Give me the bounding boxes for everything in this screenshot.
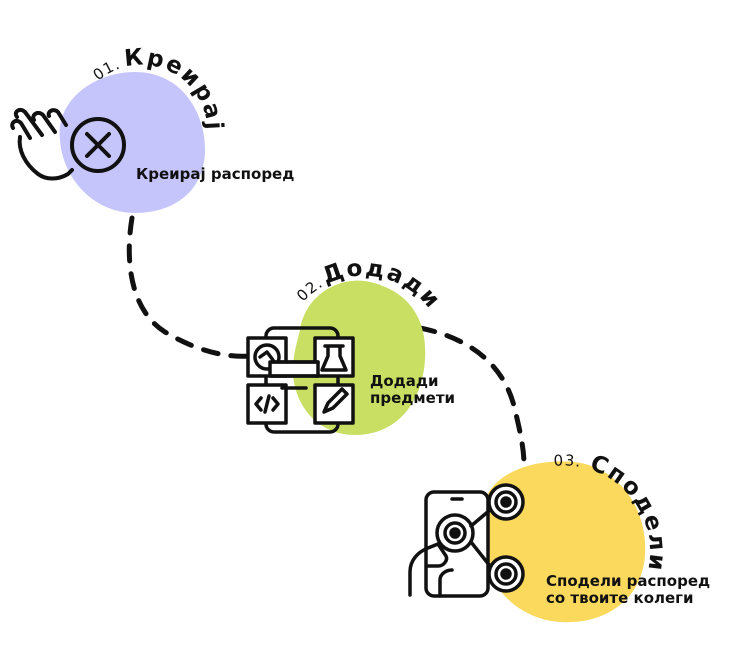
dashed-connector-path — [126, 215, 527, 468]
step-2-description-line: предмети — [370, 389, 456, 407]
subjects-apps-grid-icon — [246, 326, 355, 434]
hand-pointer-with-plus-icon — [10, 107, 126, 181]
step-1-blob — [59, 72, 206, 213]
step-3-description-line: со твоите колеги — [546, 589, 694, 607]
step-1-description: Креирај распоред — [136, 166, 294, 183]
step-2-description-line: Додади — [370, 372, 439, 390]
hand-phone-share-icon — [408, 483, 525, 598]
step-1-description-line: Креирај распоред — [136, 165, 295, 183]
step-3-number: 03. — [553, 451, 583, 471]
step-3-description: Сподели распоред со твоите колеги — [546, 573, 710, 607]
step-2-description: Додади предмети — [370, 373, 455, 407]
step-3-description-line: Сподели распоред — [546, 572, 711, 590]
